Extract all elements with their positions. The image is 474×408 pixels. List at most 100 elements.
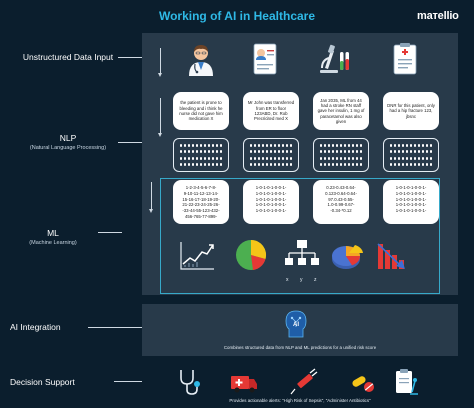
integration-connector — [88, 327, 142, 328]
section-label-ml: ML (Machine Learning) — [8, 228, 98, 246]
hierarchy-tree-icon — [285, 240, 319, 265]
token-dot — [195, 143, 199, 147]
token-dot — [401, 150, 405, 154]
token-dot — [319, 156, 323, 160]
token-dot — [203, 143, 207, 147]
ml-connector — [98, 232, 122, 233]
token-dot — [253, 143, 257, 147]
token-dot — [413, 156, 417, 160]
ai-brain-icon: AI — [285, 310, 307, 338]
3d-pie-chart-icon — [332, 245, 363, 269]
token-dot — [249, 150, 253, 154]
token-dot — [331, 143, 335, 147]
token-dot — [207, 163, 211, 167]
flow-arrow-1 — [157, 73, 162, 77]
token-dot — [359, 150, 363, 154]
token-dot — [347, 143, 351, 147]
token-dot — [289, 143, 293, 147]
token-dot — [261, 163, 265, 167]
prescription-icon — [253, 43, 277, 75]
token-dot — [203, 156, 207, 160]
token-dot — [343, 163, 347, 167]
token-dot — [249, 163, 253, 167]
input-connector — [118, 57, 142, 58]
token-dot — [413, 163, 417, 167]
decision-connector — [114, 381, 142, 382]
token-dot — [285, 143, 289, 147]
token-dot — [207, 143, 211, 147]
token-dot — [351, 156, 355, 160]
token-dot — [215, 163, 219, 167]
token-dot — [429, 163, 433, 167]
ml-outline — [160, 178, 440, 294]
token-dot — [393, 156, 397, 160]
flow-arrow-2 — [157, 133, 162, 137]
doctor-icon — [189, 45, 213, 76]
token-dot — [351, 163, 355, 167]
token-dot — [203, 150, 207, 154]
token-dot — [347, 163, 351, 167]
integration-caption: Combines structured data from NLP and ML… — [223, 345, 377, 350]
token-dot — [277, 143, 281, 147]
flow-line-2 — [160, 98, 161, 134]
token-dot — [405, 143, 409, 147]
token-dot — [261, 150, 265, 154]
token-dot — [265, 163, 269, 167]
clinical-note-card: Mr John was transferred from ER to floor… — [243, 92, 299, 130]
token-dot — [199, 150, 203, 154]
token-dot — [265, 143, 269, 147]
token-dot — [289, 156, 293, 160]
token-dot — [389, 150, 393, 154]
token-dot — [183, 150, 187, 154]
section-label-integration: AI Integration — [10, 322, 61, 332]
token-dot — [265, 156, 269, 160]
token-dot — [323, 156, 327, 160]
section-label-input: Unstructured Data Input — [22, 52, 114, 62]
token-dot — [281, 163, 285, 167]
token-dot — [215, 150, 219, 154]
token-dot — [191, 156, 195, 160]
token-grid — [313, 138, 369, 172]
tree-label-y: y — [300, 277, 303, 283]
token-dot — [277, 150, 281, 154]
token-dot — [355, 143, 359, 147]
token-dot — [219, 156, 223, 160]
token-dot — [207, 150, 211, 154]
pipeline-panel — [142, 33, 458, 295]
token-dot — [405, 163, 409, 167]
token-dot — [409, 143, 413, 147]
token-dot — [335, 143, 339, 147]
token-dot — [199, 143, 203, 147]
token-dot — [211, 163, 215, 167]
tree-label-z: z — [314, 277, 317, 283]
token-dot — [351, 143, 355, 147]
token-dot — [343, 150, 347, 154]
clinical-note-card: Jan 2035, ML from 44 had a stroke RN sta… — [313, 92, 369, 130]
token-dot — [281, 150, 285, 154]
token-dot — [215, 143, 219, 147]
token-dot — [389, 143, 393, 147]
token-dot — [351, 150, 355, 154]
medical-chart-icon — [393, 43, 417, 75]
token-dot — [211, 150, 215, 154]
token-grid — [243, 138, 299, 172]
ml-subtitle: (Machine Learning) — [29, 240, 77, 246]
microscope-test-tubes-icon — [320, 44, 349, 73]
token-dot — [359, 163, 363, 167]
token-dot — [355, 150, 359, 154]
token-dot — [281, 143, 285, 147]
token-dot — [269, 156, 273, 160]
token-dot — [183, 163, 187, 167]
token-dot — [409, 150, 413, 154]
line-chart-icon — [180, 242, 214, 270]
token-dot — [253, 163, 257, 167]
stethoscope-icon — [180, 370, 200, 395]
flow-line-1 — [160, 48, 161, 74]
token-dot — [269, 163, 273, 167]
token-dot — [397, 143, 401, 147]
page-title: Working of AI in Healthcare — [158, 9, 316, 23]
token-dot — [429, 150, 433, 154]
token-dot — [183, 143, 187, 147]
token-dot — [389, 156, 393, 160]
token-dot — [219, 150, 223, 154]
